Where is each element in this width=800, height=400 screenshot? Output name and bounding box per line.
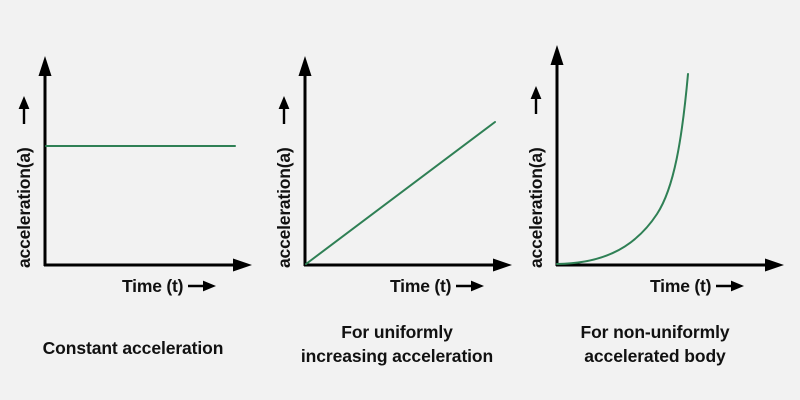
chart-constant-acceleration: acceleration(a) Time (t): [14, 56, 252, 296]
x-axis: [44, 258, 252, 272]
x-axis-label: Time (t): [650, 276, 711, 296]
caption-line-1: For uniformly: [341, 322, 453, 342]
x-axis-label-group: Time (t): [390, 276, 484, 296]
panel-caption: For non-uniformly accelerated body: [522, 320, 788, 368]
caption-line-1: Constant acceleration: [42, 338, 224, 358]
caption-line-1: For non-uniformly: [580, 322, 730, 342]
y-axis: [550, 45, 564, 266]
y-axis-label: acceleration(a): [274, 147, 294, 268]
panel-constant-acceleration: acceleration(a) Time (t) Constant accele…: [0, 0, 266, 400]
x-axis-label-group: Time (t): [650, 276, 744, 296]
y-axis-label: acceleration(a): [526, 147, 546, 268]
y-axis-label-group: acceleration(a): [14, 96, 34, 268]
x-axis: [556, 258, 784, 272]
x-axis-label: Time (t): [122, 276, 183, 296]
y-axis-label: acceleration(a): [14, 147, 34, 268]
y-axis: [298, 56, 312, 266]
x-axis-label: Time (t): [390, 276, 451, 296]
chart-uniformly-increasing-acceleration: acceleration(a) Time (t): [274, 56, 512, 296]
data-curve: [305, 121, 496, 265]
data-curve: [556, 73, 689, 265]
caption-line-2: increasing acceleration: [300, 346, 494, 367]
panel-non-uniformly-accelerated-body: acceleration(a) Time (t) For non-uniform…: [522, 0, 788, 400]
caption-line-2: accelerated body: [584, 346, 726, 367]
y-axis-label-group: acceleration(a): [526, 86, 546, 268]
y-axis: [38, 56, 52, 266]
x-axis: [304, 258, 512, 272]
panel-uniformly-increasing-acceleration: acceleration(a) Time (t) For uniformly i…: [264, 0, 530, 400]
panel-caption: For uniformly increasing acceleration: [264, 320, 530, 368]
y-axis-label-group: acceleration(a): [274, 96, 294, 268]
panel-caption: Constant acceleration: [0, 336, 266, 360]
chart-non-uniformly-accelerated-body: acceleration(a) Time (t): [526, 45, 784, 296]
x-axis-label-group: Time (t): [122, 276, 216, 296]
